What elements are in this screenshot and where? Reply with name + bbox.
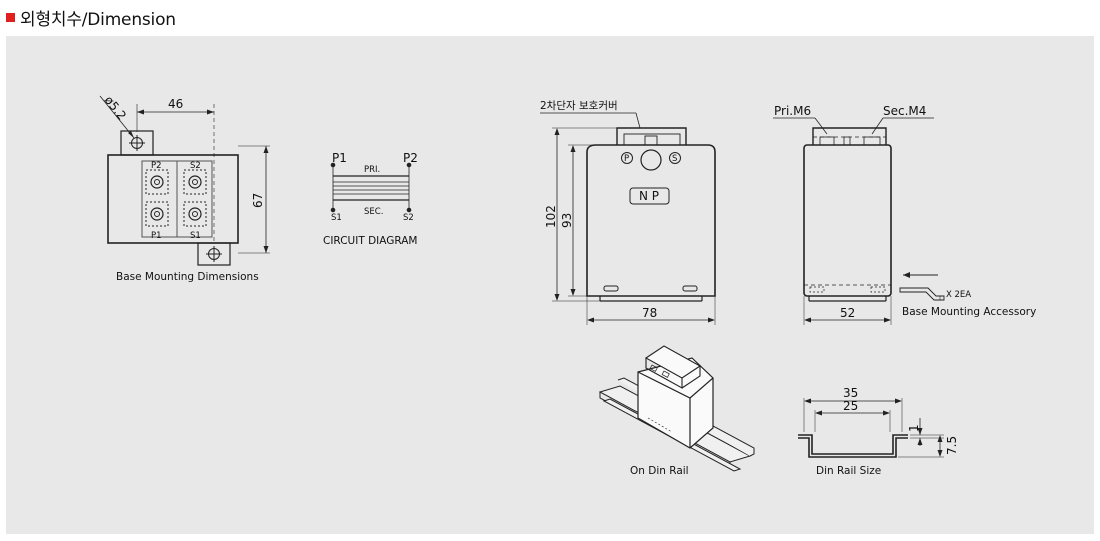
side-sec-label: Sec.M4 xyxy=(883,104,926,118)
front-terminal-p: P xyxy=(624,154,629,164)
din-rail-size-drawing xyxy=(798,398,944,458)
section-title: 외형치수/Dimension xyxy=(20,9,176,30)
din-dim-35: 35 xyxy=(843,386,858,400)
din-dim-7-5: 7.5 xyxy=(945,436,959,455)
side-pri-label: Pri.M6 xyxy=(774,104,811,118)
din-rail-size-caption: Din Rail Size xyxy=(816,465,881,477)
base-terminal-s1: S1 xyxy=(190,231,201,241)
circuit-p1: P1 xyxy=(332,151,347,165)
circuit-caption: CIRCUIT DIAGRAM xyxy=(323,235,418,247)
din-dim-25: 25 xyxy=(843,399,858,413)
din-dim-1: 1 xyxy=(907,424,921,432)
section-header: 외형치수/Dimension xyxy=(6,5,176,30)
accessory-quantity: X 2EA xyxy=(946,290,971,300)
base-dim-width: 46 xyxy=(168,97,183,111)
front-dim-93: 93 xyxy=(560,213,574,228)
on-din-rail-caption: On Din Rail xyxy=(630,465,689,477)
base-mounting-drawing xyxy=(99,95,270,266)
side-view-drawing xyxy=(773,117,945,325)
circuit-s1: S1 xyxy=(331,213,342,223)
base-mounting-caption: Base Mounting Dimensions xyxy=(116,271,259,283)
front-dim-78: 78 xyxy=(642,306,657,320)
base-terminal-p2: P2 xyxy=(151,161,162,171)
circuit-p2: P2 xyxy=(403,151,418,165)
red-square-icon xyxy=(6,12,15,22)
circuit-pri: PRI. xyxy=(364,165,380,175)
base-dim-height: 67 xyxy=(251,193,265,208)
on-din-rail-drawing xyxy=(598,345,755,472)
front-terminal-s: S xyxy=(672,154,677,164)
circuit-s2: S2 xyxy=(403,213,414,223)
circuit-diagram xyxy=(330,162,412,213)
front-cover-label: 2차단자 보호커버 xyxy=(540,100,618,112)
circuit-sec: SEC. xyxy=(364,207,383,217)
front-nameplate: N P xyxy=(639,189,659,203)
front-dim-102: 102 xyxy=(544,205,558,228)
base-terminal-s2: S2 xyxy=(190,161,201,171)
accessory-caption: Base Mounting Accessory xyxy=(902,306,1036,318)
base-terminal-p1: P1 xyxy=(151,231,162,241)
drawing-panel xyxy=(6,36,1094,534)
front-view-drawing xyxy=(540,112,716,325)
base-dim-diameter: ø5.2 xyxy=(102,93,129,122)
side-dim-52: 52 xyxy=(840,306,855,320)
